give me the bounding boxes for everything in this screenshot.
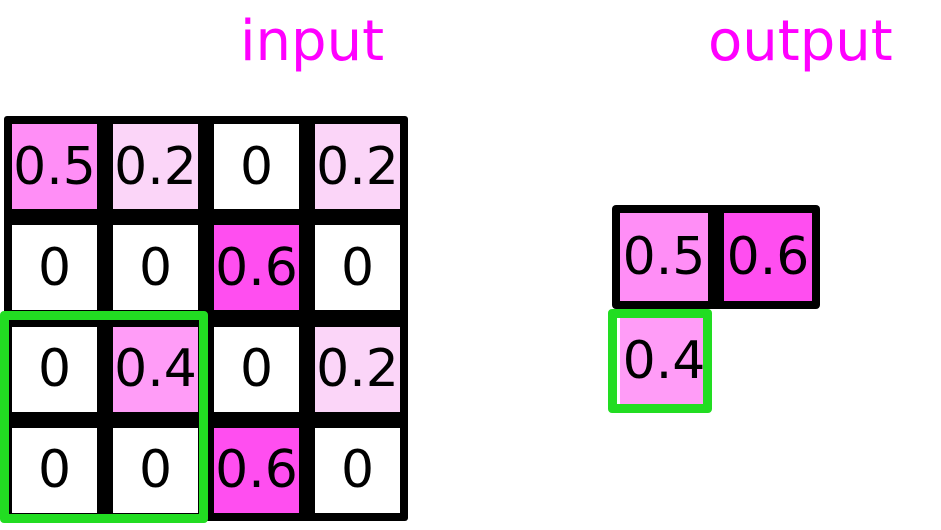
input-cell-r1-c1: 0.5 [12,124,97,209]
output-cell-r2-c1: 0.4 [620,317,708,405]
page-title-input: input [240,9,385,74]
output-cell-value: 0.6 [726,227,810,287]
input-cell-value: 0 [138,237,173,298]
input-cell-value: 0.2 [114,136,197,197]
output-cell-r1-c1: 0.5 [620,213,708,301]
output-cell-value: 0.5 [622,227,706,287]
input-cell-r1-c2: 0.2 [113,124,198,209]
input-cell-r3-c1: 0 [12,326,97,412]
output-cell-r1-c2: 0.6 [724,213,812,301]
input-cell-r4-c4: 0 [315,427,400,513]
input-cell-value: 0.2 [316,136,399,197]
input-cell-value: 0.2 [316,339,399,399]
input-cell-r4-c2: 0 [113,427,198,513]
input-cell-r2-c2: 0 [113,225,198,311]
input-cell-r1-c3: 0 [214,124,299,209]
input-cell-value: 0 [37,237,72,298]
output-cell-value: 0.4 [622,331,706,391]
input-cell-r4-c1: 0 [12,427,97,513]
input-cell-r1-c4: 0.2 [315,124,400,209]
input-cell-value: 0 [239,136,274,197]
input-cell-value: 0.5 [13,136,96,197]
input-cell-value: 0 [239,339,274,399]
page-title-output: output [708,9,893,74]
input-cell-value: 0 [138,440,173,501]
input-grid: 0.5 0.2 0 0.2 0 0 0.6 0 0 0.4 0 0.2 0 0 0.6 0 [4,116,408,521]
input-cell-r3-c3: 0 [214,326,299,412]
input-cell-value: 0 [340,440,375,501]
input-cell-value: 0 [37,440,72,501]
input-cell-value: 0 [37,339,72,399]
input-cell-r2-c1: 0 [12,225,97,311]
output-grid: 0.5 0.6 0.4 [612,205,842,420]
input-cell-value: 0 [340,237,375,298]
input-cell-r3-c2: 0.4 [113,326,198,412]
input-cell-value: 0.6 [215,237,298,298]
input-cell-value: 0.6 [215,440,298,501]
input-cell-value: 0.4 [114,339,197,399]
input-cell-r2-c3: 0.6 [214,225,299,311]
input-cell-r3-c4: 0.2 [315,326,400,412]
input-cell-r4-c3: 0.6 [214,427,299,513]
input-cell-r2-c4: 0 [315,225,400,311]
